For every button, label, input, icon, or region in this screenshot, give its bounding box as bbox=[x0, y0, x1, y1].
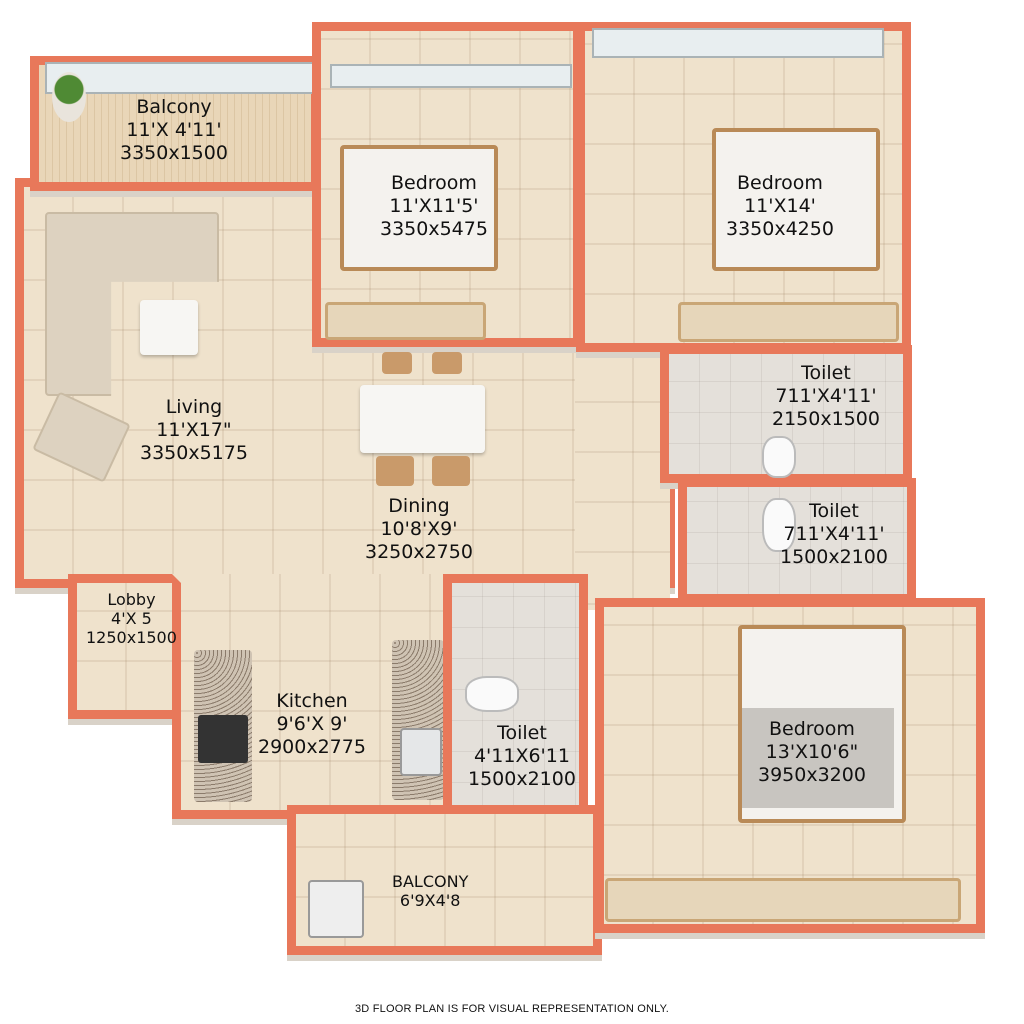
stove-icon bbox=[198, 715, 248, 763]
room-name: Bedroom bbox=[391, 172, 477, 194]
plant-pot bbox=[52, 72, 86, 122]
room-name: Toilet bbox=[801, 362, 851, 384]
room-size-ft: 4'11X6'11 bbox=[473, 744, 570, 767]
dining-chair bbox=[432, 352, 462, 374]
room-size-ft: 9'6'X 9' bbox=[276, 712, 348, 735]
disclaimer-note: 3D FLOOR PLAN IS FOR VISUAL REPRESENTATI… bbox=[354, 1003, 669, 1015]
wardrobe bbox=[678, 302, 899, 342]
room-size-mm: 2900x2775 bbox=[258, 735, 366, 758]
room-size-mm: 1500x2100 bbox=[468, 767, 576, 790]
kitchen-counter bbox=[392, 640, 444, 800]
coffee-table bbox=[140, 300, 198, 355]
room-size-ft: 4'X 5 bbox=[111, 609, 152, 629]
room-size-mm: 3350x1500 bbox=[120, 141, 228, 164]
room-size-ft: 11'X17" bbox=[156, 418, 232, 441]
room-size-mm: 2150x1500 bbox=[772, 407, 880, 430]
room-size-ft: 11'X11'5' bbox=[389, 194, 479, 217]
toilet-seat bbox=[762, 498, 796, 552]
room-size-ft: 711'X4'11' bbox=[783, 522, 885, 545]
room-size-mm: 3350x5175 bbox=[140, 441, 248, 464]
sink-icon bbox=[400, 728, 442, 776]
dining-chair bbox=[432, 456, 470, 486]
room-name: Bedroom bbox=[737, 172, 823, 194]
bed-cover bbox=[742, 708, 894, 808]
dining-table bbox=[360, 385, 485, 453]
wardrobe bbox=[605, 878, 961, 922]
room-size-ft: 11'X 4'11' bbox=[126, 118, 222, 141]
room-name: Toilet bbox=[809, 500, 859, 522]
room-name: Balcony bbox=[136, 96, 212, 118]
room-size-mm: 3250x2750 bbox=[365, 540, 473, 563]
washing-machine-icon bbox=[308, 880, 364, 938]
room-size-ft: 11'X14' bbox=[744, 194, 816, 217]
room-size-mm: 3350x5475 bbox=[380, 217, 488, 240]
room-name: Toilet bbox=[497, 722, 547, 744]
toilet-seat bbox=[762, 436, 796, 478]
balcony-railing bbox=[45, 62, 314, 94]
room-size-ft: 6'9X4'8 bbox=[399, 891, 461, 911]
bed bbox=[712, 128, 880, 271]
wardrobe bbox=[325, 302, 486, 340]
room-size-mm: 1500x2100 bbox=[780, 545, 888, 568]
corridor bbox=[575, 340, 670, 610]
room-size-mm: 1250x1500 bbox=[86, 628, 177, 648]
room-size-ft: 711'X4'11' bbox=[775, 384, 877, 407]
bed bbox=[340, 145, 498, 271]
window bbox=[592, 28, 884, 58]
toilet-seat bbox=[465, 676, 519, 712]
room-name: BALCONY bbox=[392, 872, 469, 891]
room-size-ft: 13'X10'6" bbox=[765, 740, 859, 763]
room-name: Dining bbox=[388, 495, 450, 517]
room-name: Bedroom bbox=[769, 718, 855, 740]
room-name: Lobby bbox=[107, 590, 156, 609]
dining-chair bbox=[376, 456, 414, 486]
room-name: Living bbox=[165, 396, 223, 418]
room-name: Kitchen bbox=[276, 690, 348, 712]
room-size-mm: 3350x4250 bbox=[726, 217, 834, 240]
room-size-mm: 3950x3200 bbox=[758, 763, 866, 786]
window bbox=[330, 64, 572, 88]
room-size-ft: 10'8'X9' bbox=[380, 517, 458, 540]
dining-chair bbox=[382, 352, 412, 374]
